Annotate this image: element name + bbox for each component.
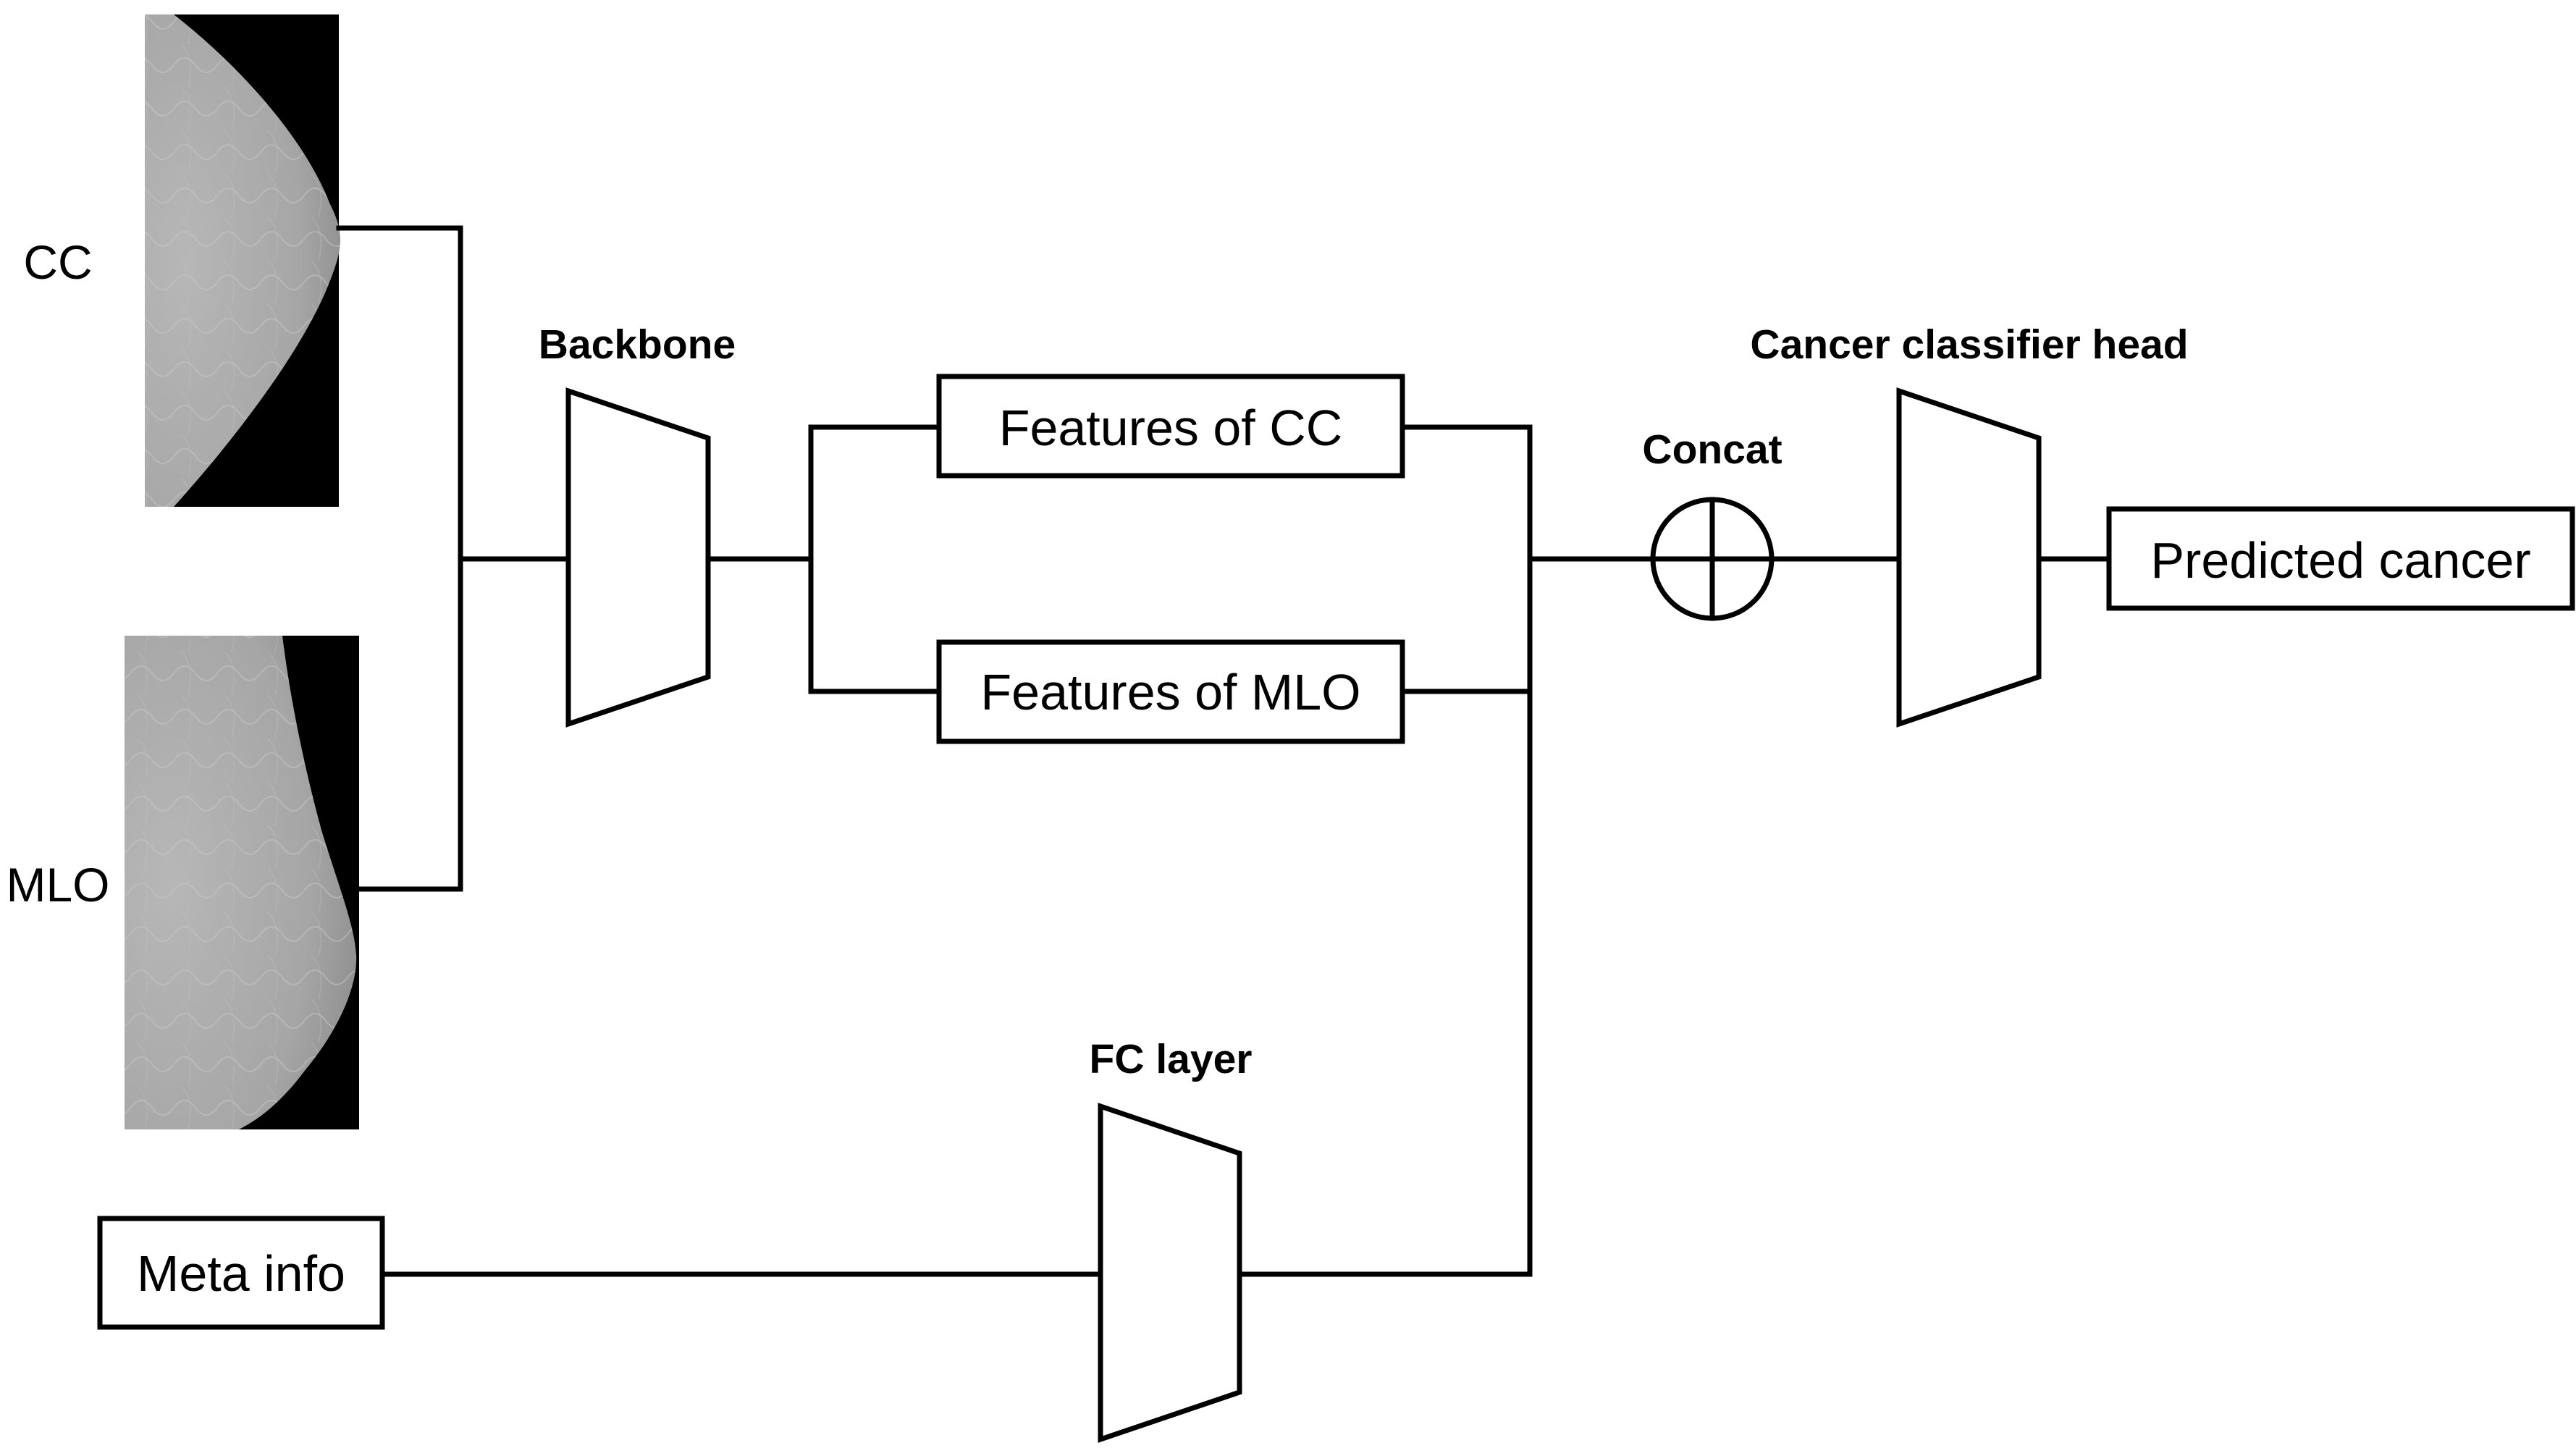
backbone-to-features-connectors	[705, 424, 942, 694]
mlo-mammogram-image	[125, 636, 359, 1129]
predicted-cancer-label: Predicted cancer	[2150, 532, 2530, 589]
fc-layer-label: FC layer	[1090, 1036, 1253, 1082]
cc-label: CC	[23, 235, 92, 289]
features-cc-box	[936, 374, 1405, 479]
backbone-block	[565, 387, 711, 728]
cancer-classifier-head-label: Cancer classifier head	[1750, 321, 2188, 368]
features-to-concat-connectors	[1237, 424, 1656, 1277]
features-cc-label: Features of CC	[999, 400, 1343, 456]
cancer-classifier-head-block	[1896, 387, 2042, 728]
mlo-label: MLO	[6, 858, 109, 912]
fc-layer-block	[1098, 1103, 1242, 1443]
meta-info-label: Meta info	[137, 1245, 345, 1302]
image-connectors	[336, 225, 571, 892]
features-mlo-label: Features of MLO	[980, 664, 1360, 720]
concat-operator	[1650, 497, 1775, 621]
predicted-cancer-box	[2106, 506, 2575, 611]
cc-mammogram-image	[145, 14, 340, 507]
features-mlo-box	[936, 639, 1405, 744]
concat-label: Concat	[1642, 426, 1782, 473]
backbone-label: Backbone	[539, 321, 736, 368]
